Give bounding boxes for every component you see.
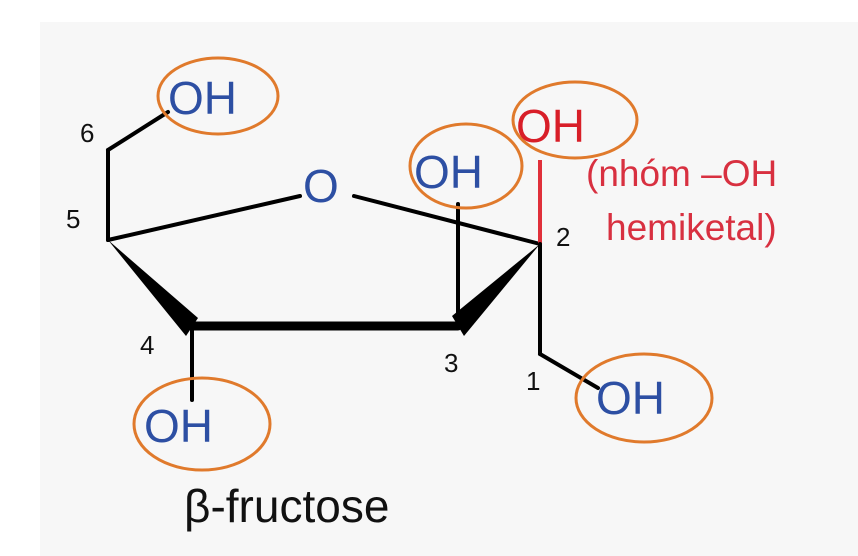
carbon-5-number: 5: [66, 204, 80, 234]
bond-o-c2: [352, 194, 542, 246]
highlight-circle-c3-oh: [408, 122, 524, 210]
bond-c6-oh: [106, 110, 170, 152]
hemiketal-note-line2: hemiketal): [606, 207, 777, 248]
highlight-circle-c1-oh: [574, 352, 714, 444]
hydroxyl-c1-label: OH: [596, 372, 665, 424]
hydroxyl-c6-label: OH: [168, 72, 237, 124]
carbon-1-number: 1: [526, 366, 540, 396]
carbon-3-number: 3: [444, 348, 458, 378]
hydroxyl-c3-label: OH: [414, 146, 483, 198]
hydroxyl-c2-hemiketal-label: OH: [516, 100, 585, 152]
highlight-circle-c4-oh: [132, 376, 272, 472]
ring-oxygen-label: O: [303, 160, 339, 212]
wedge-c5-c4: [108, 240, 198, 336]
highlight-circle-hemiketal-oh: [511, 80, 639, 160]
highlight-circle-c6-oh: [156, 56, 280, 136]
hydroxyl-c4-label: OH: [144, 400, 213, 452]
molecule-title: β-fructose: [184, 480, 389, 532]
wedge-c2-c3: [452, 244, 540, 336]
bond-c5-o: [106, 194, 302, 242]
hemiketal-note-line1: (nhóm –OH: [586, 153, 777, 194]
carbon-2-number: 2: [556, 222, 570, 252]
bond-c1-oh: [538, 352, 600, 390]
carbon-6-number: 6: [80, 118, 94, 148]
carbon-4-number: 4: [140, 330, 154, 360]
